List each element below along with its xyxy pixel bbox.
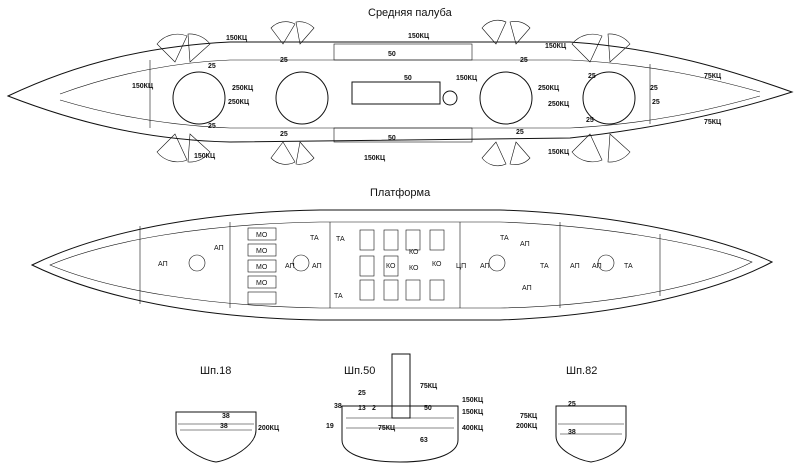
- s50-label: 150КЦ: [462, 409, 484, 416]
- pl-comp: АП: [312, 263, 322, 270]
- pl-comp: ТА: [334, 293, 343, 300]
- s50-label: 75КЦ: [378, 425, 396, 432]
- pl-comp: КО: [386, 263, 396, 270]
- s50-label: 2: [372, 405, 376, 412]
- s82-label: 38: [568, 429, 576, 436]
- s50-label: 400КЦ: [462, 425, 484, 432]
- md-label: 50: [404, 75, 412, 82]
- platform-plan: АП АП МО МО МО МО АП АП ТА ТА КО КО КО К…: [30, 209, 774, 321]
- pl-comp: ЦП: [456, 263, 466, 270]
- pl-comp: АП: [570, 263, 580, 270]
- md-label: 150КЦ: [545, 43, 567, 50]
- md-label: 250КЦ: [548, 101, 570, 108]
- s82-label: 200КЦ: [516, 423, 538, 430]
- s50-label: 13: [358, 405, 366, 412]
- pl-comp: ТА: [540, 263, 549, 270]
- md-label: 25: [280, 131, 288, 138]
- md-label: 25: [208, 63, 216, 70]
- pl-comp: ТА: [336, 236, 345, 243]
- md-label: 150КЦ: [132, 83, 154, 90]
- frame-82-title: Шп.82: [566, 365, 597, 377]
- pl-comp: ТА: [624, 263, 633, 270]
- md-label: 250КЦ: [228, 99, 250, 106]
- section-frame-50: 25 75КЦ 38 13 2 50 150КЦ 150КЦ 400КЦ 19 …: [326, 353, 484, 463]
- md-label: 25: [652, 99, 660, 106]
- pl-comp: АП: [158, 261, 168, 268]
- md-label: 75КЦ: [704, 119, 722, 126]
- s50-label: 75КЦ: [420, 383, 438, 390]
- pl-comp: АП: [480, 263, 490, 270]
- frame-18-title: Шп.18: [200, 365, 231, 377]
- md-label: 150КЦ: [456, 75, 478, 82]
- s18-label: 38: [220, 423, 228, 430]
- pl-comp: ТА: [310, 235, 319, 242]
- md-label: 25: [650, 85, 658, 92]
- md-label: 25: [520, 57, 528, 64]
- md-label: 25: [588, 73, 596, 80]
- md-label: 150КЦ: [226, 35, 248, 42]
- md-label: 50: [388, 135, 396, 142]
- md-label: 25: [586, 117, 594, 124]
- s50-label: 150КЦ: [462, 397, 484, 404]
- md-label: 25: [280, 57, 288, 64]
- section-frame-18: 38 38 200КЦ: [175, 411, 280, 463]
- pl-comp: МО: [256, 232, 268, 239]
- middle-deck-plan: 150КЦ 150КЦ 150КЦ 150КЦ 150КЦ 150КЦ 150К…: [6, 20, 794, 166]
- md-label: 150КЦ: [194, 153, 216, 160]
- s50-label: 25: [358, 390, 366, 397]
- s50-label: 38: [334, 403, 342, 410]
- pl-comp: ТА: [500, 235, 509, 242]
- middle-deck-title: Средняя палуба: [368, 7, 453, 19]
- md-label: 25: [516, 129, 524, 136]
- s18-label: 200КЦ: [258, 425, 280, 432]
- md-label: 250КЦ: [538, 85, 560, 92]
- s82-label: 75КЦ: [520, 413, 538, 420]
- pl-comp: АП: [285, 263, 295, 270]
- md-label: 150КЦ: [548, 149, 570, 156]
- pl-comp: КО: [409, 265, 419, 272]
- md-label: 150КЦ: [364, 155, 386, 162]
- s50-label: 50: [424, 405, 432, 412]
- section-frame-82: 25 75КЦ 200КЦ 38: [516, 401, 627, 463]
- pl-comp: АП: [520, 241, 530, 248]
- pl-comp: АП: [592, 263, 602, 270]
- pl-comp: КО: [432, 261, 442, 268]
- s82-label: 25: [568, 401, 576, 408]
- md-label: 50: [388, 51, 396, 58]
- pl-comp: МО: [256, 264, 268, 271]
- pl-comp: МО: [256, 280, 268, 287]
- platform-title: Платформа: [370, 187, 431, 199]
- pl-comp: АП: [214, 245, 224, 252]
- md-label: 150КЦ: [408, 33, 430, 40]
- s18-label: 38: [222, 413, 230, 420]
- pl-comp: КО: [409, 249, 419, 256]
- md-label: 75КЦ: [704, 73, 722, 80]
- pl-comp: АП: [522, 285, 532, 292]
- s50-label: 63: [420, 437, 428, 444]
- pl-comp: МО: [256, 248, 268, 255]
- md-label: 250КЦ: [232, 85, 254, 92]
- md-label: 25: [208, 123, 216, 130]
- frame-50-title: Шп.50: [344, 365, 375, 377]
- s50-label: 19: [326, 423, 334, 430]
